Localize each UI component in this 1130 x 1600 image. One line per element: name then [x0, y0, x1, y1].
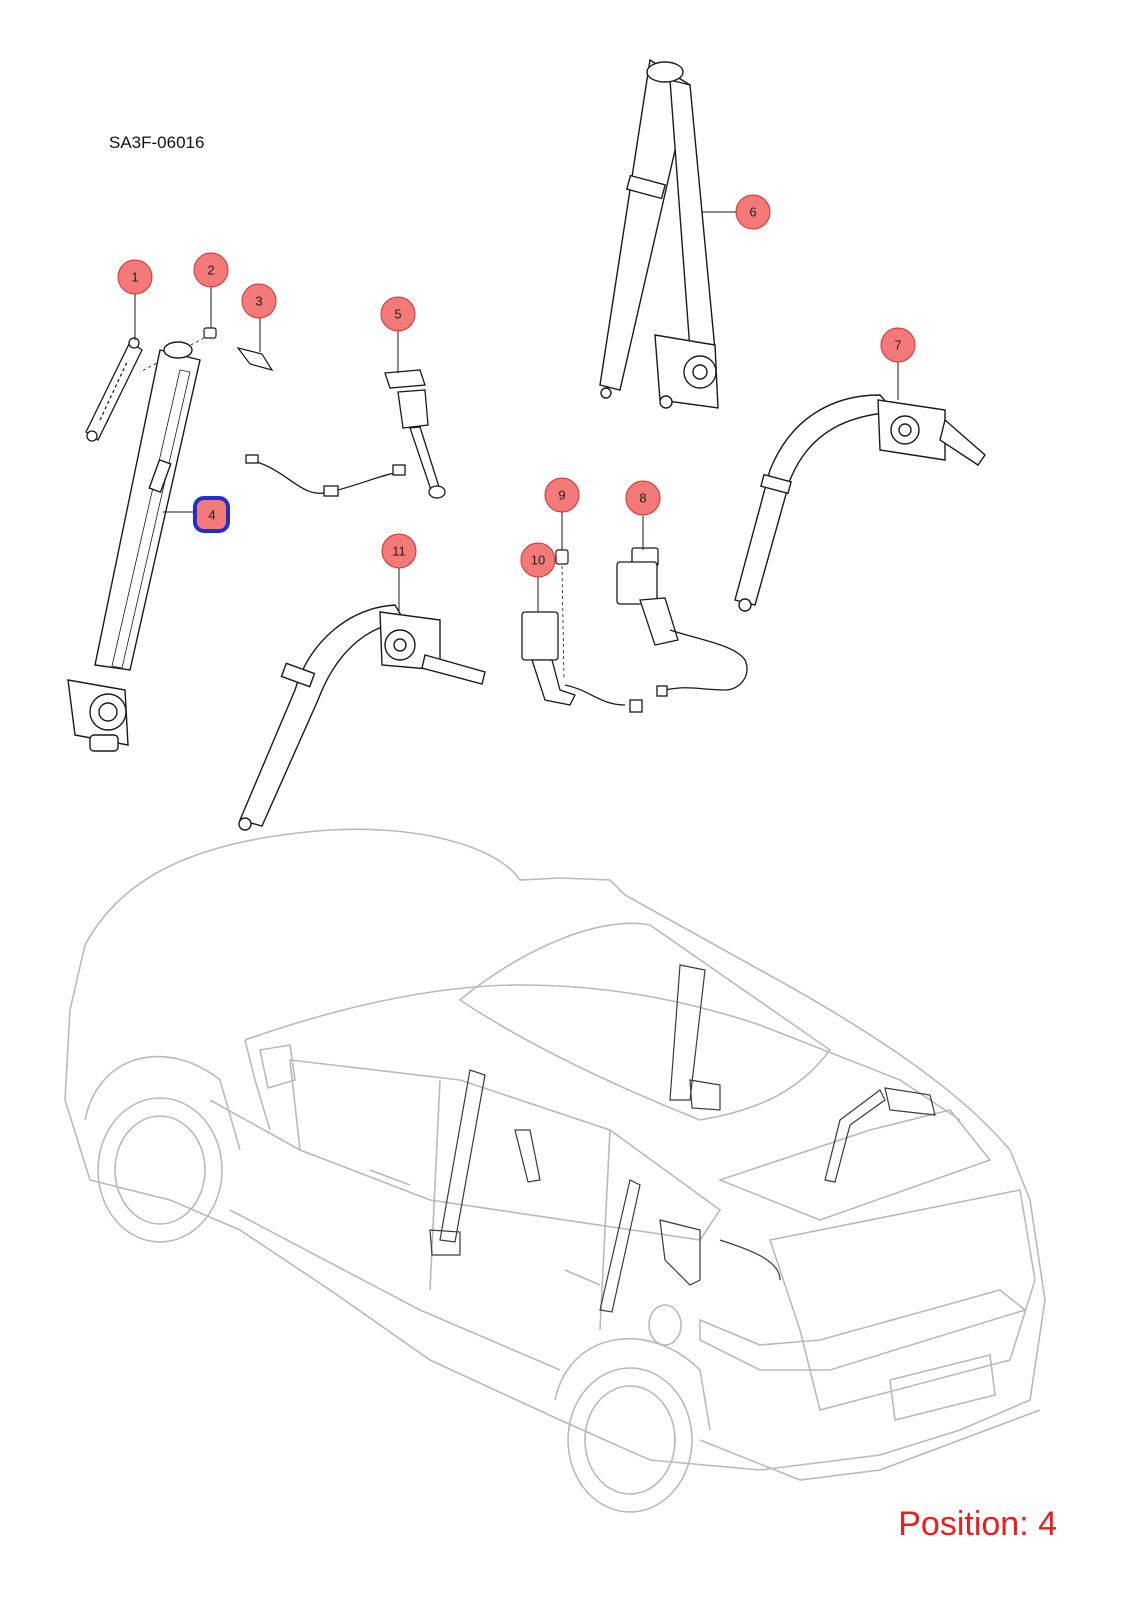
svg-text:10: 10 — [531, 553, 545, 568]
callout-8[interactable]: 8 — [625, 480, 661, 516]
callout-9[interactable]: 9 — [544, 477, 580, 513]
part-9-bolt[interactable] — [555, 549, 569, 565]
svg-text:11: 11 — [392, 544, 406, 559]
part-1-height-adjuster[interactable] — [85, 337, 143, 442]
svg-text:2: 2 — [207, 263, 214, 278]
callout-11[interactable]: 11 — [381, 533, 417, 569]
callout-3[interactable]: 3 — [241, 283, 277, 319]
svg-text:3: 3 — [255, 294, 262, 309]
svg-text:5: 5 — [394, 307, 401, 322]
svg-text:4: 4 — [208, 508, 215, 523]
diagram-code: SA3F-06016 — [109, 133, 205, 152]
vehicle-outline — [64, 828, 1046, 1513]
callout-4-selected[interactable]: 4 — [193, 496, 230, 533]
callout-7[interactable]: 7 — [880, 327, 916, 363]
part-10-buckle[interactable] — [521, 611, 643, 713]
callout-6[interactable]: 6 — [735, 194, 771, 230]
callout-1[interactable]: 1 — [117, 259, 153, 295]
part-8-buckle-harness[interactable] — [616, 547, 748, 697]
part-11-rear-belt-center[interactable] — [238, 604, 486, 831]
part-5-buckle-harness[interactable] — [245, 369, 446, 499]
part-7-rear-belt-right[interactable] — [734, 394, 986, 612]
callout-2[interactable]: 2 — [193, 252, 229, 288]
part-4-front-belt-left[interactable] — [67, 341, 201, 752]
svg-text:1: 1 — [131, 270, 138, 285]
callouts: 1 2 3 4 5 6 7 — [117, 194, 916, 578]
callout-5[interactable]: 5 — [380, 296, 416, 332]
part-3-clip[interactable] — [236, 347, 274, 371]
vehicle-belt-overlay — [429, 964, 936, 1313]
svg-text:6: 6 — [749, 205, 756, 220]
svg-text:9: 9 — [558, 488, 565, 503]
part-6-front-belt-right[interactable] — [599, 58, 719, 409]
position-indicator: Position: 4 — [898, 1505, 1057, 1543]
svg-text:8: 8 — [639, 491, 646, 506]
svg-text:7: 7 — [894, 338, 901, 353]
part-2-bolt[interactable] — [203, 327, 217, 339]
callout-10[interactable]: 10 — [520, 542, 556, 578]
